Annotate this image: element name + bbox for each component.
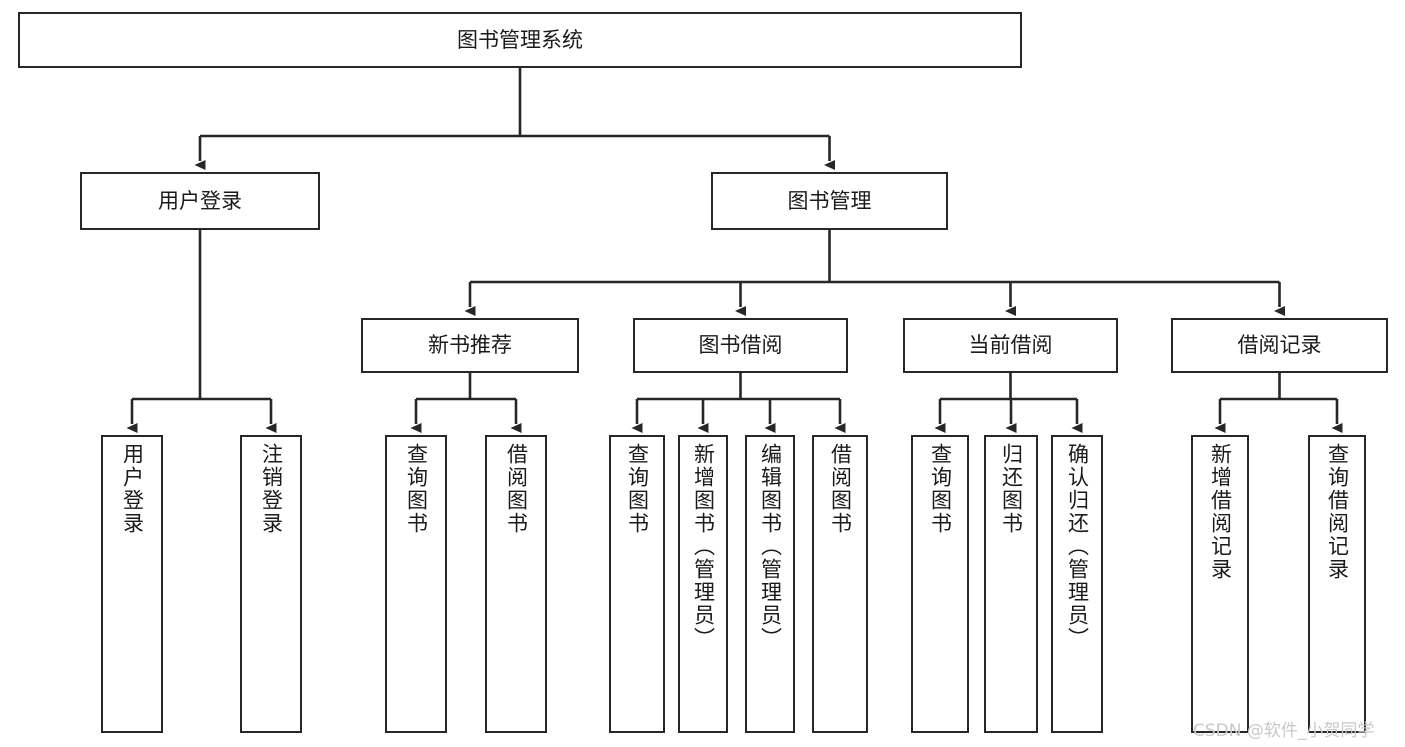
node-label: 图书管理系统 [457, 27, 583, 52]
node-borrow[interactable]: 图书借阅 [633, 318, 848, 373]
node-n-query[interactable]: 查询图书 [385, 435, 447, 733]
node-label: 查询图书 [625, 443, 650, 535]
node-r-query[interactable]: 查询借阅记录 [1308, 435, 1366, 733]
node-newbook[interactable]: 新书推荐 [361, 318, 579, 373]
node-label: 新书推荐 [428, 333, 512, 358]
node-label: 查询图书 [928, 443, 953, 535]
node-b-query[interactable]: 查询图书 [609, 435, 665, 733]
node-label: 图书借阅 [698, 333, 783, 358]
node-c-query[interactable]: 查询图书 [911, 435, 969, 733]
node-label: 借阅图书 [828, 443, 853, 535]
node-label: 归还图书 [999, 443, 1024, 535]
node-label: 用户登录 [158, 188, 242, 213]
watermark-label: CSDN @软件_小贺同学 [1193, 721, 1375, 741]
node-label: 查询借阅记录 [1325, 443, 1350, 581]
node-bookmgmt[interactable]: 图书管理 [711, 172, 948, 230]
node-label: 新增图书（管理员） [691, 443, 716, 650]
node-label: 确认归还（管理员） [1065, 443, 1090, 650]
node-root[interactable]: 图书管理系统 [18, 12, 1022, 68]
node-label: 用户登录 [120, 443, 145, 535]
node-label: 注销登录 [259, 443, 284, 535]
node-label: 借阅图书 [504, 443, 529, 535]
node-records[interactable]: 借阅记录 [1171, 318, 1388, 373]
node-l-login[interactable]: 用户登录 [101, 435, 163, 733]
node-b-add[interactable]: 新增图书（管理员） [678, 435, 728, 733]
node-l-logout[interactable]: 注销登录 [240, 435, 302, 733]
node-label: 借阅记录 [1237, 333, 1322, 358]
node-n-borrow[interactable]: 借阅图书 [485, 435, 547, 733]
node-c-confirm[interactable]: 确认归还（管理员） [1051, 435, 1103, 733]
node-label: 当前借阅 [968, 333, 1053, 358]
node-label: 编辑图书（管理员） [758, 443, 783, 650]
node-current[interactable]: 当前借阅 [903, 318, 1118, 373]
node-label: 图书管理 [787, 188, 872, 213]
node-b-borrow[interactable]: 借阅图书 [812, 435, 868, 733]
node-login[interactable]: 用户登录 [80, 172, 320, 230]
node-r-add[interactable]: 新增借阅记录 [1191, 435, 1249, 733]
node-label: 新增借阅记录 [1208, 443, 1233, 581]
node-label: 查询图书 [404, 443, 429, 535]
node-c-return[interactable]: 归还图书 [984, 435, 1038, 733]
node-b-edit[interactable]: 编辑图书（管理员） [745, 435, 795, 733]
